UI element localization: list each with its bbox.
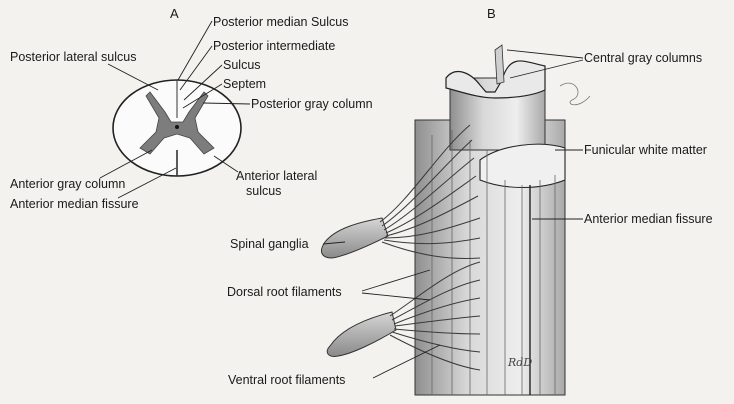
artist-signature: RdD bbox=[508, 356, 532, 369]
spinal-cord-3d bbox=[415, 45, 590, 395]
label-funicular-white-matter: Funicular white matter bbox=[584, 143, 707, 157]
label-anterior-lateral: Anterior lateral bbox=[236, 169, 317, 183]
label-posterior-lateral-sulcus: Posterior lateral sulcus bbox=[10, 50, 136, 64]
lower-ganglion bbox=[327, 312, 396, 356]
label-posterior-median-sulcus: Posterior median Sulcus bbox=[213, 15, 348, 29]
label-anterior-gray-column: Anterior gray column bbox=[10, 177, 125, 191]
label-anterior-lateral-sulcus: sulcus bbox=[246, 184, 281, 198]
central-canal bbox=[175, 125, 179, 129]
label-posterior-intermediate: Posterior intermediate bbox=[213, 39, 335, 53]
label-central-gray-columns: Central gray columns bbox=[584, 51, 702, 65]
label-spinal-ganglia: Spinal ganglia bbox=[230, 237, 309, 251]
label-dorsal-root-filaments: Dorsal root filaments bbox=[227, 285, 342, 299]
label-ventral-root-filaments: Ventral root filaments bbox=[228, 373, 345, 387]
label-posterior-gray-column: Posterior gray column bbox=[251, 97, 373, 111]
panel-b-label: B bbox=[487, 7, 496, 21]
upper-ganglion bbox=[321, 218, 388, 258]
label-septem: Septem bbox=[223, 77, 266, 91]
label-sulcus: Sulcus bbox=[223, 58, 261, 72]
panel-a-label: A bbox=[170, 7, 179, 21]
label-anterior-median-fissure-a: Anterior median fissure bbox=[10, 197, 139, 211]
label-anterior-median-fissure-b: Anterior median fissure bbox=[584, 212, 713, 226]
